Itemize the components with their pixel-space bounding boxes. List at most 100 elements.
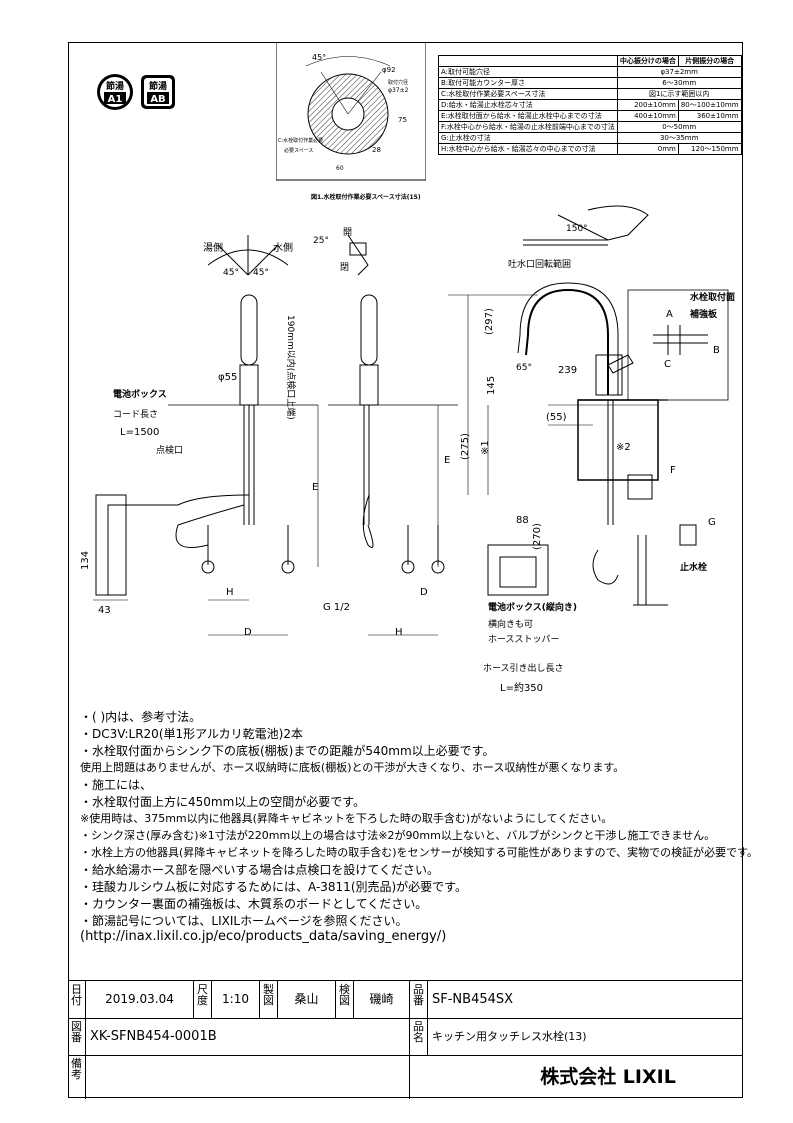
hose-loop <box>592 549 619 585</box>
scale-label: 尺度 <box>197 983 208 1007</box>
star2-label: ※2 <box>616 442 631 453</box>
spec-label: E:水栓取付面から給水・給湯止水栓中心までの寸法 <box>438 110 618 122</box>
c-space-label-1: C:水栓取付作業必要 <box>278 137 323 144</box>
dim-c: C <box>664 359 671 370</box>
battery-cord <box>107 494 250 595</box>
product-no-value: SF-NB454SX <box>432 992 514 1007</box>
title-row-1: 日付 2019.03.04 尺度 1:10 製図 桑山 検図 磯崎 品番 SF-… <box>68 981 743 1019</box>
note-line: ・給水給湯ホース部を隠ぺいする場合は点検口を設けてください。 <box>80 863 440 877</box>
dim-88: 88 <box>516 515 529 526</box>
hole-label: 取付穴径 <box>388 79 408 86</box>
lever <box>595 354 623 396</box>
product-name-value: キッチン用タッチレス水栓(13) <box>432 1030 587 1043</box>
inspection-label: 点検口 <box>156 444 183 456</box>
title-row-2: 図番 XK-SFNB454-0001B 品名 キッチン用タッチレス水栓(13) <box>68 1018 743 1056</box>
spec-center: 0mm <box>616 143 679 155</box>
note-line: (http://inax.lixil.co.jp/eco/products_da… <box>80 929 447 944</box>
hose-pull-value: L=約350 <box>500 681 543 694</box>
drawn-value: 桑山 <box>278 981 336 1018</box>
dim-d-front: D <box>244 627 252 638</box>
dim-e-front: E <box>312 482 318 493</box>
dim-a: A <box>666 309 673 320</box>
faucet-base <box>239 364 259 406</box>
open-label: 開 <box>343 227 352 238</box>
dim-d-side: D <box>420 587 428 598</box>
cord-length-value: L=1500 <box>120 427 159 438</box>
dim-297: (297) <box>484 308 495 335</box>
hose-stopper-label: ホースストッパー <box>488 634 560 645</box>
installed-view <box>448 205 729 606</box>
hot-side-label: 湯側 <box>203 241 223 254</box>
spec-header-side: 片側振分の場合 <box>677 55 742 67</box>
note-line: ・水栓取付面上方に450mm以上の空間が必要です。 <box>80 795 366 809</box>
drawn-label: 製図 <box>263 983 274 1007</box>
company-name: 株式会社 LIXIL <box>540 1066 676 1088</box>
star1-label: ※1 <box>480 440 491 455</box>
phi55-label: φ55 <box>218 372 237 383</box>
note-line: ・DC3V:LR20(単1形アルカリ乾電池)2本 <box>80 727 303 741</box>
badge-ab: 節湯 AB <box>141 75 175 109</box>
dim-75: 75 <box>398 116 407 124</box>
spec-label: G:止水栓の寸法 <box>438 132 618 144</box>
faucet-body <box>240 294 258 366</box>
reinforce-label: 補強板 <box>689 308 718 320</box>
angle-45a: 45° <box>223 268 239 278</box>
note-line: ・シンク深さ(厚み含む)※1寸法が220mm以上の場合は寸法※2が90mm以上な… <box>80 829 716 842</box>
spec-side: 360±10mm <box>677 110 742 122</box>
spec-center: 図1に示す範囲以内 <box>616 88 742 100</box>
spec-label: H:水栓中心から給水・給湯芯々の中心までの寸法 <box>438 143 618 155</box>
phi92-label: φ92 <box>382 66 396 74</box>
product-name-label: 品名 <box>413 1020 424 1044</box>
dim-43: 43 <box>98 605 111 616</box>
dim-f: F <box>670 465 676 476</box>
spec-header-row: 中心振分けの場合 片側振分の場合 <box>438 55 742 67</box>
spec-center: φ37±2mm <box>616 66 742 78</box>
rotation-top <box>557 205 649 241</box>
spout <box>525 288 609 395</box>
spec-row: C:水栓取付作業必要スペース寸法図1に示す範囲以内 <box>438 88 742 100</box>
angle-25: 25° <box>313 236 329 246</box>
title-block: 日付 2019.03.04 尺度 1:10 製図 桑山 検図 磯崎 品番 SF-… <box>68 980 743 1099</box>
stop-valve-label: 止水栓 <box>680 561 707 573</box>
spec-header-empty <box>438 55 618 67</box>
top-diagram-caption: 図1.水栓取付作業必要スペース寸法(15) <box>311 193 421 201</box>
date-value: 2019.03.04 <box>86 981 194 1018</box>
spec-center: 400±10mm <box>616 110 679 122</box>
drawing-no-value: XK-SFNB454-0001B <box>86 1018 410 1055</box>
spec-label: C:水栓取付作業必要スペース寸法 <box>438 88 618 100</box>
note-line: ・珪酸カルシウム板に対応するためには、A-3811(別売品)が必要です。 <box>80 880 467 894</box>
dim-b: B <box>713 345 720 356</box>
g12-label: G 1/2 <box>323 602 350 613</box>
sink <box>577 399 659 481</box>
spec-side: 80～100±10mm <box>677 99 742 111</box>
dim-275: (275) <box>460 433 471 460</box>
badge-ab-bottom: AB <box>150 94 165 105</box>
yoko-muki-label: 横向きも可 <box>488 618 533 630</box>
cord-length-label: コード長さ <box>113 409 158 420</box>
spout-rotation-label: 吐水口回転範囲 <box>508 258 571 270</box>
dim-60: 60 <box>336 165 344 172</box>
dim-55: (55) <box>546 412 567 423</box>
check-value: 磯崎 <box>354 981 410 1018</box>
spec-center: 200±10mm <box>616 99 679 111</box>
badge-a1-top: 節湯 <box>105 80 124 92</box>
product-no-label: 品番 <box>413 983 424 1007</box>
spec-label: D:給水・給湯止水栓芯々寸法 <box>438 99 618 111</box>
battery-box-label: 電池ボックス <box>113 388 167 400</box>
spec-center: 0～50mm <box>616 121 742 133</box>
date-label: 日付 <box>71 983 82 1007</box>
hole-value: φ37±2 <box>388 87 409 94</box>
title-row-3: 備考 株式会社 LIXIL <box>68 1055 743 1099</box>
scale-value: 1:10 <box>212 981 260 1018</box>
dim-65: 65° <box>516 363 532 373</box>
check-label: 検図 <box>339 983 350 1007</box>
note-line: ・水栓取付面からシンク下の底板(棚板)までの距離が540mm以上必要です。 <box>80 744 495 758</box>
dim-145: 145 <box>486 376 497 395</box>
dim-e-side: E <box>444 455 450 466</box>
